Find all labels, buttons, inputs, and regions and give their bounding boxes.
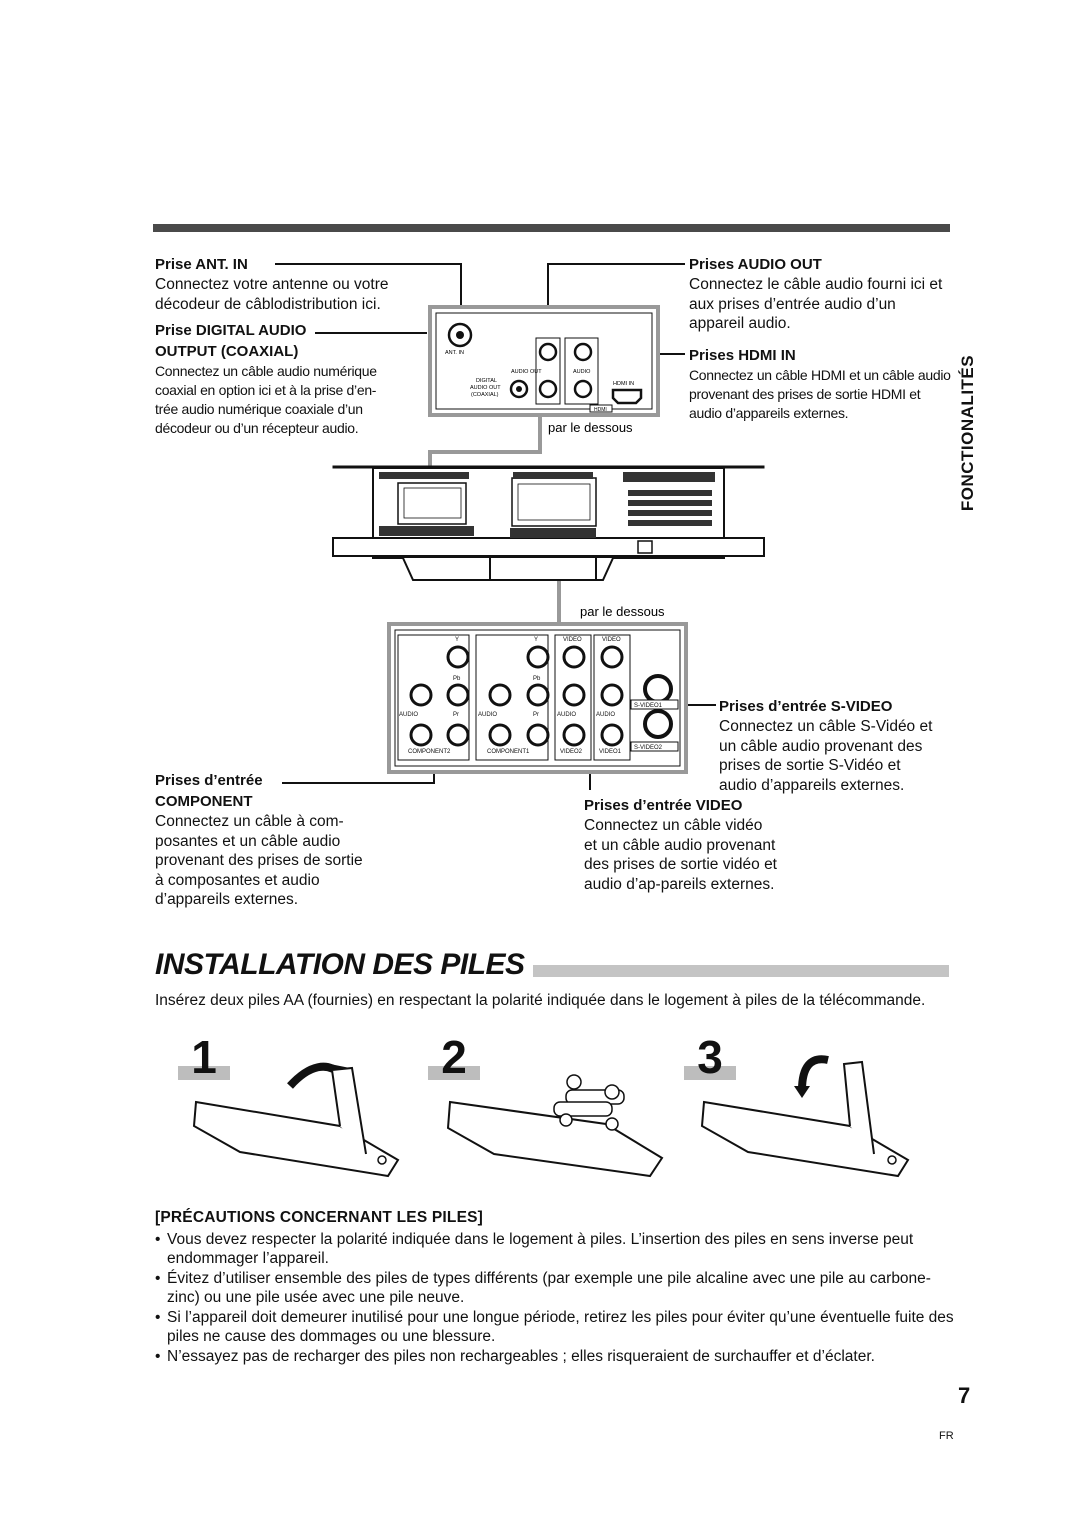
digital-label-1: DIGITAL	[476, 378, 497, 384]
label-video-2: VIDEO	[563, 637, 582, 643]
hdmi-in-label: HDMI IN	[613, 381, 634, 387]
tv-rear	[332, 465, 765, 581]
hdmi-in-title: Prises HDMI IN	[689, 347, 796, 364]
video-text: Connectez un câble vidéo et un câble aud…	[584, 817, 777, 893]
remote-step-1	[192, 1062, 400, 1178]
audio-out-text: Connectez le câble audio fourni ici et a…	[689, 276, 943, 332]
audio-out-title: Prises AUDIO OUT	[689, 256, 822, 273]
list-item: Si l’appareil doit demeurer inutilisé po…	[155, 1308, 955, 1346]
digital-label-3: (COAXIAL)	[471, 392, 499, 398]
language-code: FR	[939, 1430, 954, 1442]
label-pr-2: Pr	[453, 712, 459, 718]
list-item: N’essayez pas de recharger des piles non…	[155, 1347, 955, 1366]
video-title: Prises d’entrée VIDEO	[584, 797, 743, 814]
label-svideo1: S-VIDEO1	[634, 703, 663, 709]
section-intro: Insérez deux piles AA (fournies) en resp…	[155, 992, 926, 1009]
precautions-list: Vous devez respecter la polarité indiqué…	[155, 1230, 955, 1367]
label-video1: VIDEO1	[599, 749, 622, 755]
label-pb-1: Pb	[533, 676, 541, 682]
remote-step-2	[446, 1074, 664, 1178]
ant-in-title: Prise ANT. IN	[155, 256, 248, 273]
hdmi-label: HDMI	[594, 407, 607, 413]
label-component2: COMPONENT2	[408, 749, 451, 755]
component-title-1: Prises d’entrée	[155, 772, 263, 789]
list-item: Vous devez respecter la polarité indiqué…	[155, 1230, 955, 1268]
label-y-1: Y	[534, 637, 538, 643]
label-y-2: Y	[455, 637, 459, 643]
page-number: 7	[958, 1383, 971, 1408]
component-text: Connectez un câble à com-posantes et un …	[155, 813, 363, 908]
digital-audio-title-1: Prise DIGITAL AUDIO	[155, 322, 307, 339]
label-pb-2: Pb	[453, 676, 461, 682]
step-number-2: 2	[428, 1030, 480, 1084]
svideo-title: Prises d’entrée S-VIDEO	[719, 698, 893, 715]
section-title: INSTALLATION DES PILES	[155, 948, 533, 982]
label-audio-v1: AUDIO	[596, 712, 615, 718]
top-rule	[153, 224, 950, 232]
ant-in-label: ANT. IN	[445, 350, 464, 356]
svideo-text: Connectez un câble S-Vidéo et un câble a…	[719, 718, 933, 794]
label-audio-v2: AUDIO	[557, 712, 576, 718]
label-pr-1: Pr	[533, 712, 539, 718]
step-number-1: 1	[178, 1030, 230, 1084]
label-video2: VIDEO2	[560, 749, 583, 755]
caption-top: par le dessous	[548, 420, 633, 435]
label-audio-c1: AUDIO	[478, 712, 497, 718]
top-jack-panel: ANT. IN DIGITAL AUDIO OUT (COAXIAL) AUDI…	[428, 305, 660, 417]
precautions-title: [PRÉCAUTIONS CONCERNANT LES PILES]	[155, 1209, 484, 1226]
digital-audio-title-2: OUTPUT (COAXIAL)	[155, 343, 299, 360]
label-audio-c2: AUDIO	[399, 712, 418, 718]
label-video-1: VIDEO	[602, 637, 621, 643]
ant-in-text: Connectez votre antenne ou votre décodeu…	[155, 276, 389, 313]
list-item: Évitez d’utiliser ensemble des piles de …	[155, 1269, 955, 1307]
audio-label-top: AUDIO	[573, 369, 591, 375]
remote-step-3	[700, 1055, 910, 1178]
component-title-2: COMPONENT	[155, 793, 253, 810]
hdmi-in-text: Connectez un câble HDMI et un câble audi…	[689, 367, 951, 421]
label-svideo2: S-VIDEO2	[634, 745, 663, 751]
caption-bottom: par le dessous	[580, 604, 665, 619]
audio-out-label: AUDIO OUT	[511, 369, 542, 375]
digital-audio-text: Connectez un câble audio numérique coaxi…	[155, 363, 377, 436]
connection-diagram: ANT. IN DIGITAL AUDIO OUT (COAXIAL) AUDI…	[275, 263, 765, 790]
label-component1: COMPONENT1	[487, 749, 530, 755]
digital-label-2: AUDIO OUT	[470, 385, 501, 391]
bottom-jack-panel: Y Y VIDEO VIDEO Pb Pb Pr Pr AUDIO AUDIO …	[387, 622, 688, 774]
step-number-3: 3	[684, 1030, 736, 1084]
